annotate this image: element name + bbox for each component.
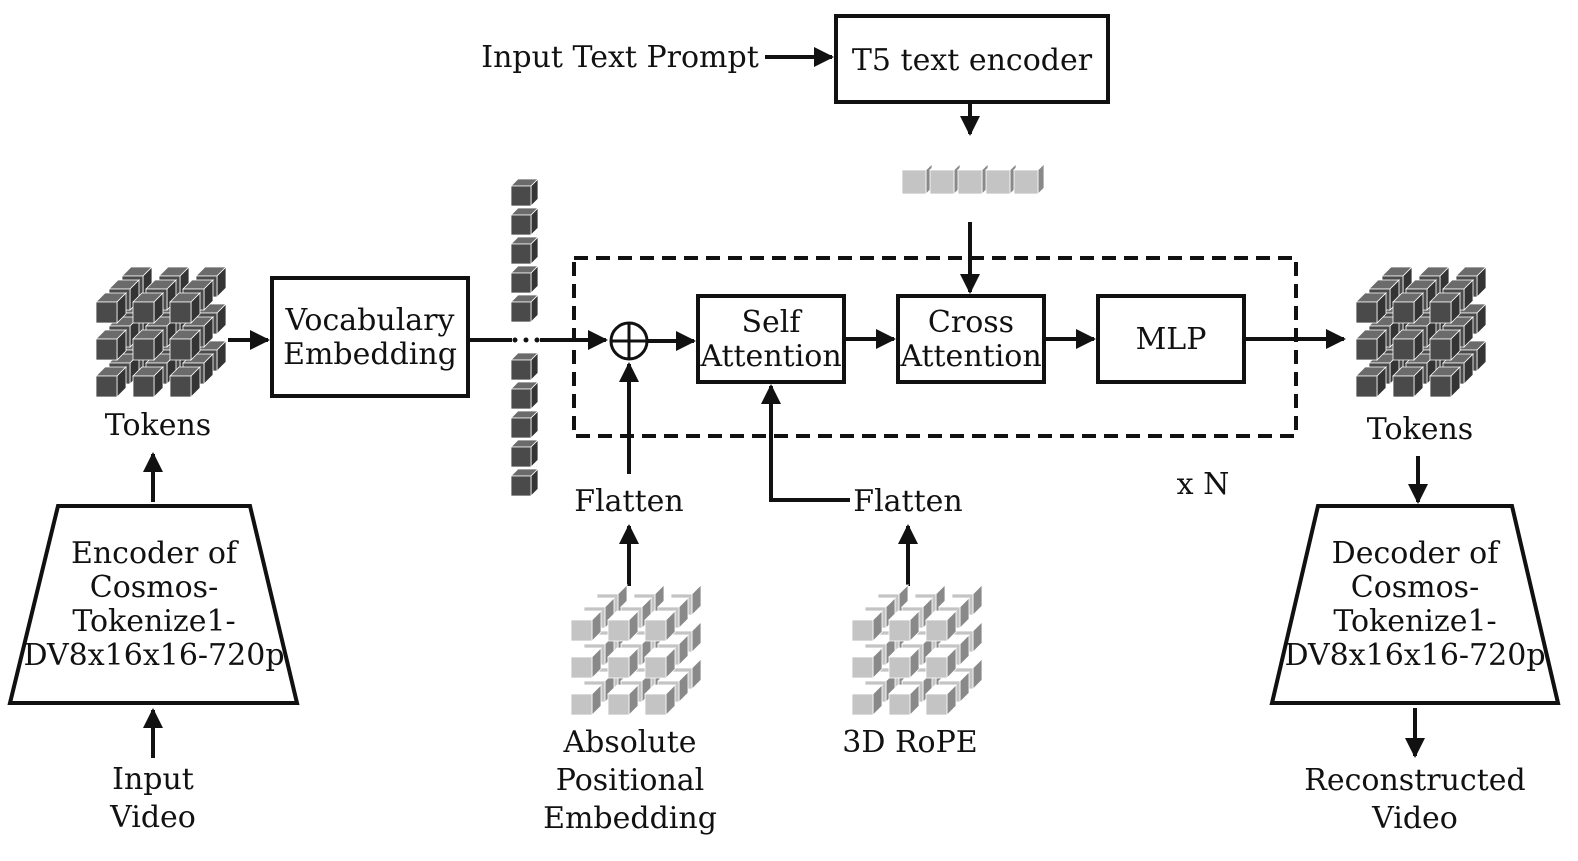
- input-tokens-cube: [95, 266, 227, 398]
- self-attention-box: [696, 294, 846, 384]
- encoder-trapezoid: [7, 504, 300, 705]
- cube-face: [570, 656, 593, 679]
- cube-face: [1355, 338, 1378, 361]
- cube-face: [851, 693, 874, 716]
- self-attention-line1: Self: [741, 305, 802, 340]
- cube-face: [851, 619, 874, 642]
- cube-face: [1429, 338, 1452, 361]
- encoder-line3: Tokenize1-: [72, 604, 235, 639]
- abs-pos-line1: Absolute: [562, 725, 696, 760]
- cube-face: [925, 656, 948, 679]
- self-attention-line2: Attention: [699, 339, 841, 374]
- vocabulary-embedding-line2: Embedding: [283, 337, 457, 372]
- vocabulary-embedding-line1: Vocabulary: [285, 303, 455, 338]
- flatten-left-label: Flatten: [574, 484, 683, 519]
- cube-face: [957, 169, 983, 195]
- transformer-block-boundary: [572, 256, 1298, 438]
- cube-face: [901, 169, 927, 195]
- decoder-line1: Decoder of: [1332, 536, 1501, 571]
- cross-attention-box: [896, 294, 1046, 384]
- input-tokens-label: Tokens: [105, 408, 211, 443]
- cube-face: [510, 185, 532, 207]
- decoder-line2: Cosmos-: [1351, 570, 1479, 605]
- cube-face: [607, 619, 630, 642]
- cube-face: [169, 338, 192, 361]
- rope-cube: [851, 584, 983, 716]
- cube-face: [95, 301, 118, 324]
- cube-face: [925, 693, 948, 716]
- cube-face: [644, 656, 667, 679]
- encoder-line1: Encoder of: [71, 536, 239, 571]
- cube-face: [95, 375, 118, 398]
- circle-plus-icon: [609, 321, 649, 361]
- cube-face: [510, 446, 532, 468]
- cube-face: [510, 475, 532, 497]
- cube-face: [510, 388, 532, 410]
- cube-face: [570, 693, 593, 716]
- decoder-line4: DV8x16x16-720p: [1284, 638, 1545, 673]
- output-tokens-label: Tokens: [1367, 412, 1473, 447]
- input-video-line2: Video: [109, 800, 196, 835]
- cube-face: [929, 169, 955, 195]
- token-sequence-top: [510, 178, 539, 323]
- cube-face: [888, 693, 911, 716]
- cube-face: [570, 619, 593, 642]
- cube-face: [851, 656, 874, 679]
- cube-face: [607, 693, 630, 716]
- output-tokens-cube: [1355, 266, 1487, 398]
- cube-face: [95, 338, 118, 361]
- cube-face: [510, 243, 532, 265]
- abs-pos-line2: Positional: [556, 763, 705, 798]
- cube-face: [1392, 375, 1415, 398]
- cube-face: [644, 693, 667, 716]
- cube-face: [1355, 375, 1378, 398]
- rope-label: 3D RoPE: [842, 725, 977, 760]
- input-text-prompt-label: Input Text Prompt: [481, 40, 759, 75]
- reconstructed-video-line1: Reconstructed: [1304, 763, 1525, 798]
- input-video-line1: Input: [112, 762, 194, 797]
- cube-face: [1392, 338, 1415, 361]
- cube-face: [132, 301, 155, 324]
- cube-face: [644, 619, 667, 642]
- t5-encoder-label: T5 text encoder: [852, 43, 1093, 78]
- mlp-label: MLP: [1136, 322, 1207, 357]
- encoder-line4: DV8x16x16-720p: [23, 638, 284, 673]
- cube-face: [1355, 301, 1378, 324]
- vertical-ellipsis-icon: [512, 337, 540, 343]
- decoder-trapezoid: [1269, 504, 1561, 705]
- flatten-right-label: Flatten: [853, 484, 962, 519]
- cube-face: [1429, 375, 1452, 398]
- cube-face: [132, 375, 155, 398]
- cube-face: [510, 359, 532, 381]
- cube-face: [985, 169, 1011, 195]
- cube-face: [510, 272, 532, 294]
- absolute-positional-cube: [570, 584, 702, 716]
- cube-face: [925, 619, 948, 642]
- cube-face: [888, 656, 911, 679]
- cube-face: [510, 301, 532, 323]
- cube-face: [1013, 169, 1039, 195]
- token-sequence-bottom: [510, 352, 539, 497]
- arrow-rope-flatten-to-self-attention: [761, 384, 850, 502]
- encoder-line2: Cosmos-: [90, 570, 218, 605]
- repeat-count-label: x N: [1177, 467, 1230, 502]
- cube-face: [169, 375, 192, 398]
- cube-face: [607, 656, 630, 679]
- reconstructed-video-line2: Video: [1371, 801, 1458, 836]
- cube-face: [1392, 301, 1415, 324]
- cube-face: [888, 619, 911, 642]
- cube-face: [510, 417, 532, 439]
- cross-attention-line2: Attention: [899, 339, 1041, 374]
- text-embedding-tokens: [901, 163, 1045, 195]
- vocabulary-embedding-box: [270, 276, 470, 398]
- cube-face: [169, 301, 192, 324]
- cube-face: [510, 214, 532, 236]
- cube-face: [132, 338, 155, 361]
- cube-face: [1429, 301, 1452, 324]
- cross-attention-line1: Cross: [928, 305, 1014, 340]
- abs-pos-line3: Embedding: [543, 801, 717, 836]
- decoder-line3: Tokenize1-: [1333, 604, 1496, 639]
